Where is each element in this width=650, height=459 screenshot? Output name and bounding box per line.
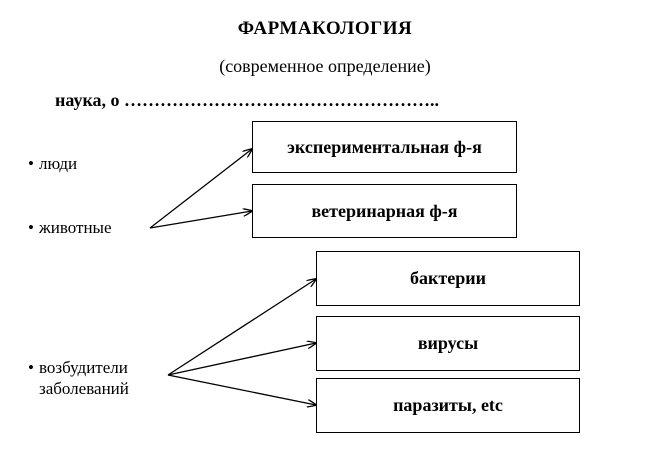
arrow-animals-to-veterinary: [149, 211, 252, 229]
bullet-people-label: люди: [39, 154, 78, 173]
box-bacteria: бактерии: [316, 251, 580, 306]
arrow-animals-to-experimental: [149, 149, 252, 229]
box-parasites-label: паразиты, etc: [393, 395, 503, 415]
bullet-pathogens-label-line1: возбудители: [39, 358, 128, 377]
bullet-pathogens: • возбудители заболеваний: [28, 357, 129, 399]
bullet-marker: •: [28, 218, 34, 237]
box-viruses: вирусы: [316, 316, 580, 371]
page-title: ФАРМАКОЛОГИЯ: [237, 18, 413, 39]
box-parasites: паразиты, etc: [316, 378, 580, 433]
arrow-pathogens-to-viruses: [167, 343, 316, 376]
box-experimental-label: экспериментальная ф-я: [287, 136, 482, 157]
box-bacteria-label: бактерии: [410, 268, 486, 288]
bullet-animals: • животные: [28, 217, 112, 238]
bullet-pathogens-label-line2: заболеваний: [39, 379, 129, 398]
box-veterinary-label: ветеринарная ф-я: [311, 200, 458, 221]
box-veterinary-pharmacology: ветеринарная ф-я: [252, 184, 517, 238]
bullet-marker: •: [28, 358, 34, 377]
bullet-people: • люди: [28, 153, 77, 174]
definition-line: наука, о ……………………………………………..: [55, 90, 440, 110]
bullet-marker: •: [28, 154, 34, 173]
box-viruses-label: вирусы: [417, 333, 479, 353]
box-experimental-pharmacology: экспериментальная ф-я: [252, 121, 517, 173]
page-subtitle: (современное определение): [219, 56, 431, 76]
arrow-pathogens-to-bacteria: [167, 279, 316, 376]
arrow-pathogens-to-parasites: [167, 374, 316, 405]
bullet-animals-label: животные: [39, 218, 112, 237]
